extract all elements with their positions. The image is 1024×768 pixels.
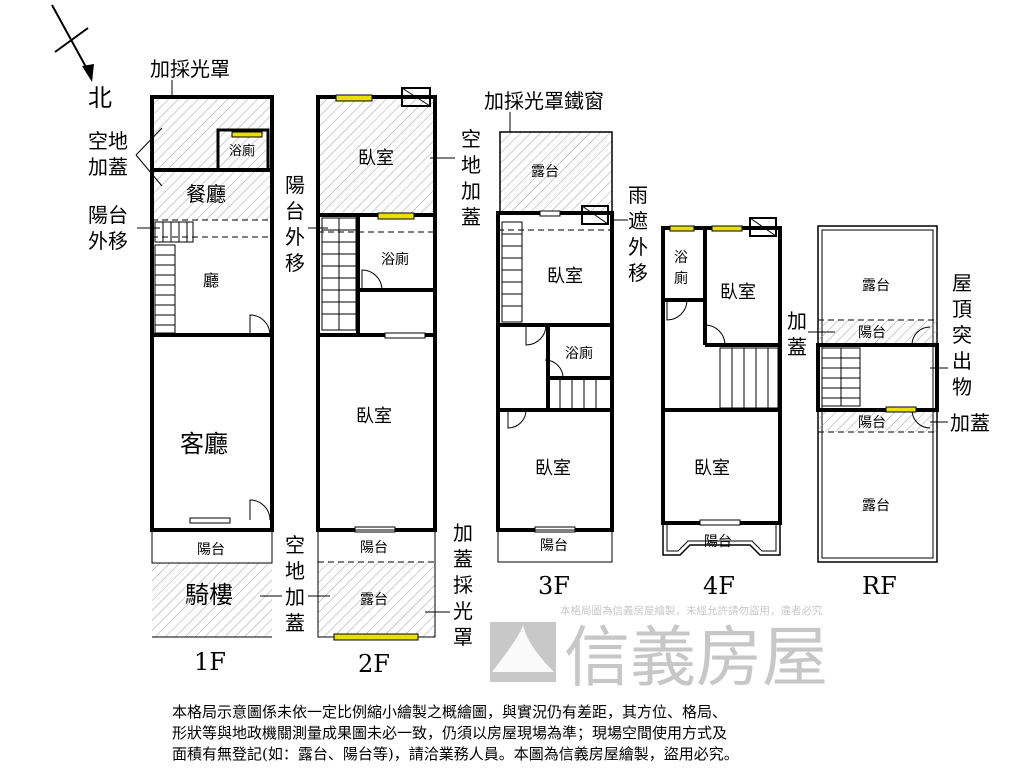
annotation: 加採光罩 xyxy=(150,57,230,81)
room-label: 騎樓 xyxy=(185,581,233,609)
room-label: 臥室 xyxy=(535,458,571,479)
annotation: 加 xyxy=(453,521,473,545)
annotation: 光 xyxy=(453,599,473,623)
watermark-brand: 信義房屋 xyxy=(564,619,828,696)
annotation: 移 xyxy=(285,251,305,275)
room-label: 浴廁 xyxy=(381,251,409,268)
floor-label: 2F xyxy=(358,650,390,678)
annotation: 頂 xyxy=(952,297,972,321)
floor-4f: 浴 廁 臥室 臥室 陽台 加 蓋 4F xyxy=(661,217,835,600)
room-label: 浴 xyxy=(674,250,688,266)
annotation: 加採光罩鐵窗 xyxy=(484,89,604,113)
room-label: 露台 xyxy=(360,592,388,608)
annotation: 地 xyxy=(285,559,305,583)
floor-label: 1F xyxy=(194,648,226,676)
floor-1f: 浴廁 餐廳 廳 客廳 陽台 騎樓 加採光罩 空地 加蓋 陽台 外移 1F xyxy=(88,57,274,676)
room-label: 浴廁 xyxy=(229,143,255,159)
floor-2f: 臥室 浴廁 臥室 陽台 露台 陽 台 外 移 空 地 加 蓋 空 地 加 蓋 加… xyxy=(260,87,481,678)
annotation: 蓋 xyxy=(787,335,807,359)
disclaimer-line: 面積有無登記(如：露台、陽台等)，請洽業務人員。本圖為信義房屋繪製，盜用必究。 xyxy=(172,745,739,763)
annotation: 雨 xyxy=(628,183,648,207)
annotation: 蓋 xyxy=(285,611,305,635)
annotation: 蓋 xyxy=(453,547,473,571)
disclaimer-line: 本格局示意圖係未依一定比例縮小繪製之概繪圖，與實況仍有差距，其方位、格局、 xyxy=(172,703,728,721)
watermark: 信義房屋 本格局圖為信義房屋繪製，未經允許請勿盜用，違者必究 xyxy=(490,604,828,696)
north-arrow-icon xyxy=(51,4,94,82)
disclaimer-line: 形狀等與地政機關測量成果圖未必一致，仍須以房屋現場為準；現場空間使用方式及 xyxy=(172,724,728,742)
annotation: 加 xyxy=(461,179,481,203)
annotation: 採 xyxy=(453,573,473,597)
room-label: 露台 xyxy=(862,278,890,294)
annotation: 移 xyxy=(628,261,648,285)
room-label: 陽台 xyxy=(360,540,388,556)
floor-label: RF xyxy=(862,572,897,600)
disclaimer: 本格局示意圖係未依一定比例縮小繪製之概繪圖，與實況仍有差距，其方位、格局、 形狀… xyxy=(172,702,872,765)
annotation: 地 xyxy=(461,153,481,177)
annotation: 陽 xyxy=(285,173,305,197)
room-label: 廁 xyxy=(674,270,688,287)
room-label: 臥室 xyxy=(547,266,583,287)
north-label: 北 xyxy=(88,84,112,112)
annotation: 遮 xyxy=(628,209,648,233)
floor-label: 4F xyxy=(703,572,735,600)
floor-rf: 露台 陽台 陽台 露台 屋 頂 突 出 物 加蓋 RF xyxy=(816,225,990,600)
room-label: 露台 xyxy=(531,164,559,180)
annotation: 屋 xyxy=(952,271,972,295)
annotation: 外 xyxy=(285,225,305,249)
annotation: 外移 xyxy=(88,229,128,253)
annotation: 空 xyxy=(461,127,481,151)
annotation: 陽台 xyxy=(88,203,128,227)
annotation: 罩 xyxy=(453,625,473,649)
annotation: 蓋 xyxy=(461,205,481,229)
annotation: 加 xyxy=(285,585,305,609)
room-label: 臥室 xyxy=(356,406,392,427)
room-label: 臥室 xyxy=(694,458,730,479)
annotation: 物 xyxy=(952,375,972,399)
annotation: 外 xyxy=(628,235,648,259)
annotation: 空 xyxy=(285,533,305,557)
floor-label: 3F xyxy=(538,572,570,600)
watermark-text: 本格局圖為信義房屋繪製，未經允許請勿盜用，違者必究 xyxy=(560,604,823,617)
annotation: 加蓋 xyxy=(950,411,990,435)
room-label: 臥室 xyxy=(358,148,394,169)
room-label: 餐廳 xyxy=(186,182,226,206)
annotation: 突 xyxy=(952,323,972,347)
floor-3f: 露台 臥室 浴廁 臥室 陽台 加採光罩鐵窗 雨 遮 外 移 3F xyxy=(484,89,648,600)
room-label: 陽台 xyxy=(858,325,886,341)
annotation: 加 xyxy=(787,309,807,333)
annotation: 加蓋 xyxy=(88,155,128,179)
annotation: 台 xyxy=(285,199,305,223)
room-label: 陽台 xyxy=(858,415,886,431)
room-label: 陽台 xyxy=(197,542,225,558)
room-label: 露台 xyxy=(862,498,890,514)
room-label: 陽台 xyxy=(704,534,732,550)
room-label: 臥室 xyxy=(720,282,756,303)
room-label: 廳 xyxy=(203,271,219,290)
room-label: 浴廁 xyxy=(565,345,593,362)
room-label: 陽台 xyxy=(540,538,568,554)
annotation: 出 xyxy=(952,349,972,373)
room-label: 客廳 xyxy=(180,430,228,458)
annotation: 空地 xyxy=(88,129,128,153)
